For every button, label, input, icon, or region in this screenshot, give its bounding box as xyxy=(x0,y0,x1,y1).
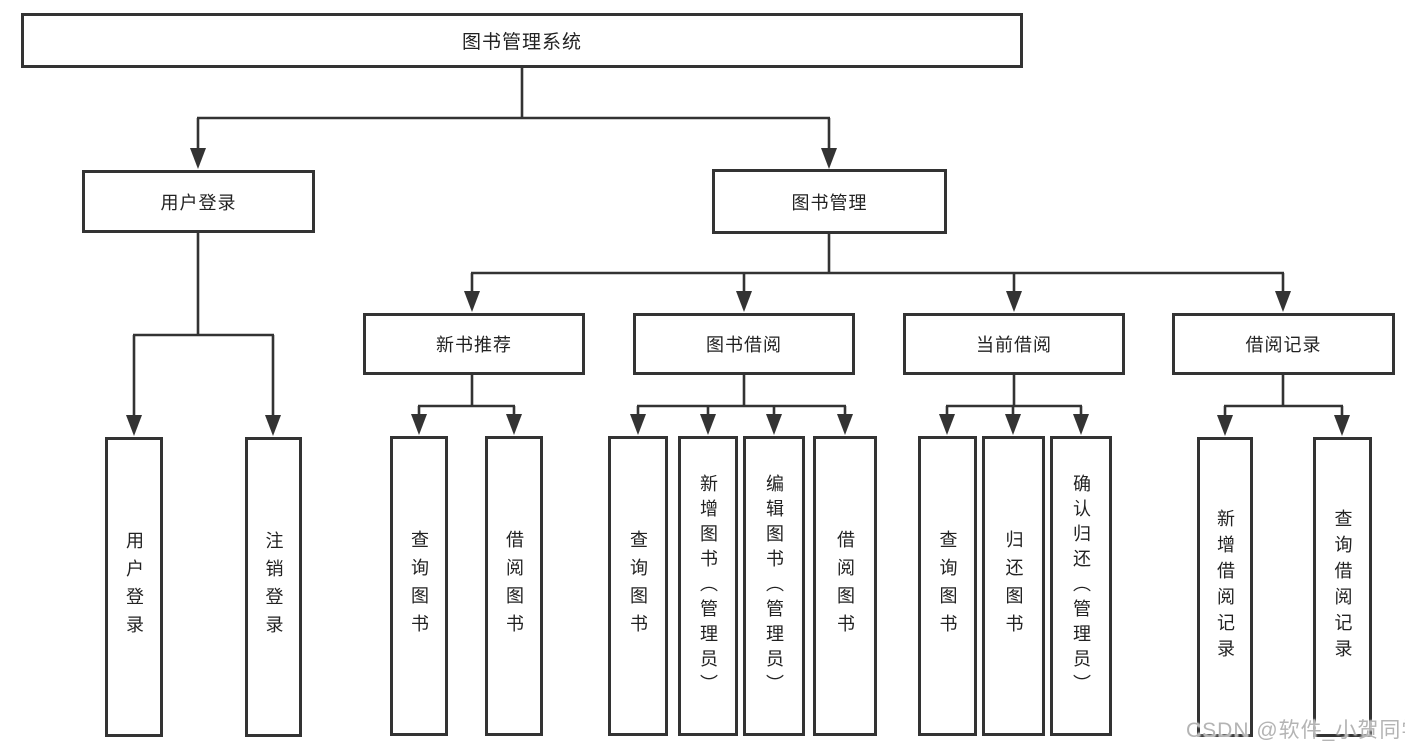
leaf-nbr-query-books: 查询图书 xyxy=(390,436,448,736)
leaf-user-login: 用户登录 xyxy=(105,437,163,737)
leaf-bb-borrow-books: 借阅图书 xyxy=(813,436,877,736)
csdn-watermark: CSDN @软件_小贺同学 xyxy=(1186,719,1405,742)
node-book-borrowing: 图书借阅 xyxy=(633,313,855,375)
leaf-bb-edit-books-admin: 编辑图书（管理员） xyxy=(743,436,805,736)
leaf-nbr-borrow-books: 借阅图书 xyxy=(485,436,543,736)
node-current-borrowing: 当前借阅 xyxy=(903,313,1125,375)
node-new-book-recommendation: 新书推荐 xyxy=(363,313,585,375)
leaf-bb-add-books-admin: 新增图书（管理员） xyxy=(678,436,738,736)
leaf-bb-query-books: 查询图书 xyxy=(608,436,668,736)
leaf-logout: 注销登录 xyxy=(245,437,302,737)
node-borrow-records: 借阅记录 xyxy=(1172,313,1395,375)
leaf-br-add-record: 新增借阅记录 xyxy=(1197,437,1253,737)
node-root-system: 图书管理系统 xyxy=(21,13,1023,68)
node-user-login: 用户登录 xyxy=(82,170,315,233)
leaf-cb-query-books: 查询图书 xyxy=(918,436,977,736)
leaf-br-query-record: 查询借阅记录 xyxy=(1313,437,1372,737)
leaf-cb-return-books: 归还图书 xyxy=(982,436,1045,736)
leaf-cb-confirm-return-admin: 确认归还（管理员） xyxy=(1050,436,1112,736)
node-book-management: 图书管理 xyxy=(712,169,947,234)
